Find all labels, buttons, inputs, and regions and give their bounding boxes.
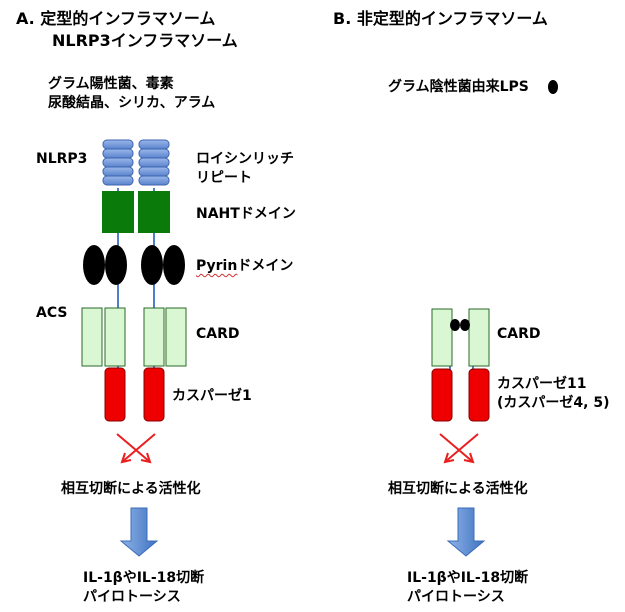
caspase-label: カスパーゼ11 [497,376,587,392]
down-arrow [446,507,486,557]
card-domain [81,307,103,367]
pyrin-label: Pyrinドメイン [196,258,293,275]
caspase-domain [468,368,490,422]
pyrin-domain [83,245,105,285]
outcome-label: IL-1βやIL-18切断 [83,570,205,586]
pyrin-domain [141,245,163,285]
card-label: CARD [497,326,541,342]
lrr-label: リピート [196,170,252,186]
down-arrow [119,507,159,557]
lps-bound [450,319,460,331]
card-domain [468,308,490,367]
lps-trigger-label: グラム陰性菌由来LPS [388,79,529,95]
nlrp3-label: NLRP3 [36,151,88,167]
outcome-label: パイロトーシス [407,589,505,605]
panel-a-title: A. 定型的インフラマソーム [16,9,216,28]
lps-bound [460,319,470,331]
pyrin-domain [105,245,127,285]
caspase-domain [104,367,126,422]
pyrin-suffix: ドメイン [237,258,294,274]
card-label: CARD [196,326,240,342]
lrr-label: ロイシンリッチ [196,151,294,167]
pyrin-word: Pyrin [196,258,238,274]
outcome-label: IL-1βやIL-18切断 [407,570,529,586]
card-domain [165,307,187,367]
card-domain [143,307,165,367]
activation-label: 相互切断による活性化 [61,481,201,497]
nacht-domain [102,191,134,233]
panel-a-left-column [81,139,134,422]
cleavage-cross [116,433,156,464]
caspase-domain [431,368,453,422]
acs-label: ACS [36,305,68,321]
card-domain [104,307,126,367]
lps-dot [548,80,558,94]
caspase-label: (カスパーゼ4, 5) [497,395,610,411]
card-domain [431,308,453,367]
activation-label: 相互切断による活性化 [388,481,528,497]
nacht-label: NAHTドメイン [196,206,296,222]
caspase-label: カスパーゼ1 [172,388,252,404]
lrr-stack [102,139,134,186]
lrr-stack [138,139,170,186]
panel-a-subtitle: NLRP3インフラマソーム [52,31,238,50]
cleavage-cross [439,433,479,464]
panel-b-title: B. 非定型的インフラマソーム [333,9,548,28]
caspase-domain [143,367,165,422]
outcome-label: パイロトーシス [83,589,181,605]
trigger-label: 尿酸結晶、シリカ、アラム [48,95,216,111]
pyrin-domain [163,245,185,285]
panel-a-right-column [138,139,187,422]
trigger-label: グラム陽性菌、毒素 [48,76,174,92]
nacht-domain [138,191,170,233]
panel-b-column [431,308,490,422]
